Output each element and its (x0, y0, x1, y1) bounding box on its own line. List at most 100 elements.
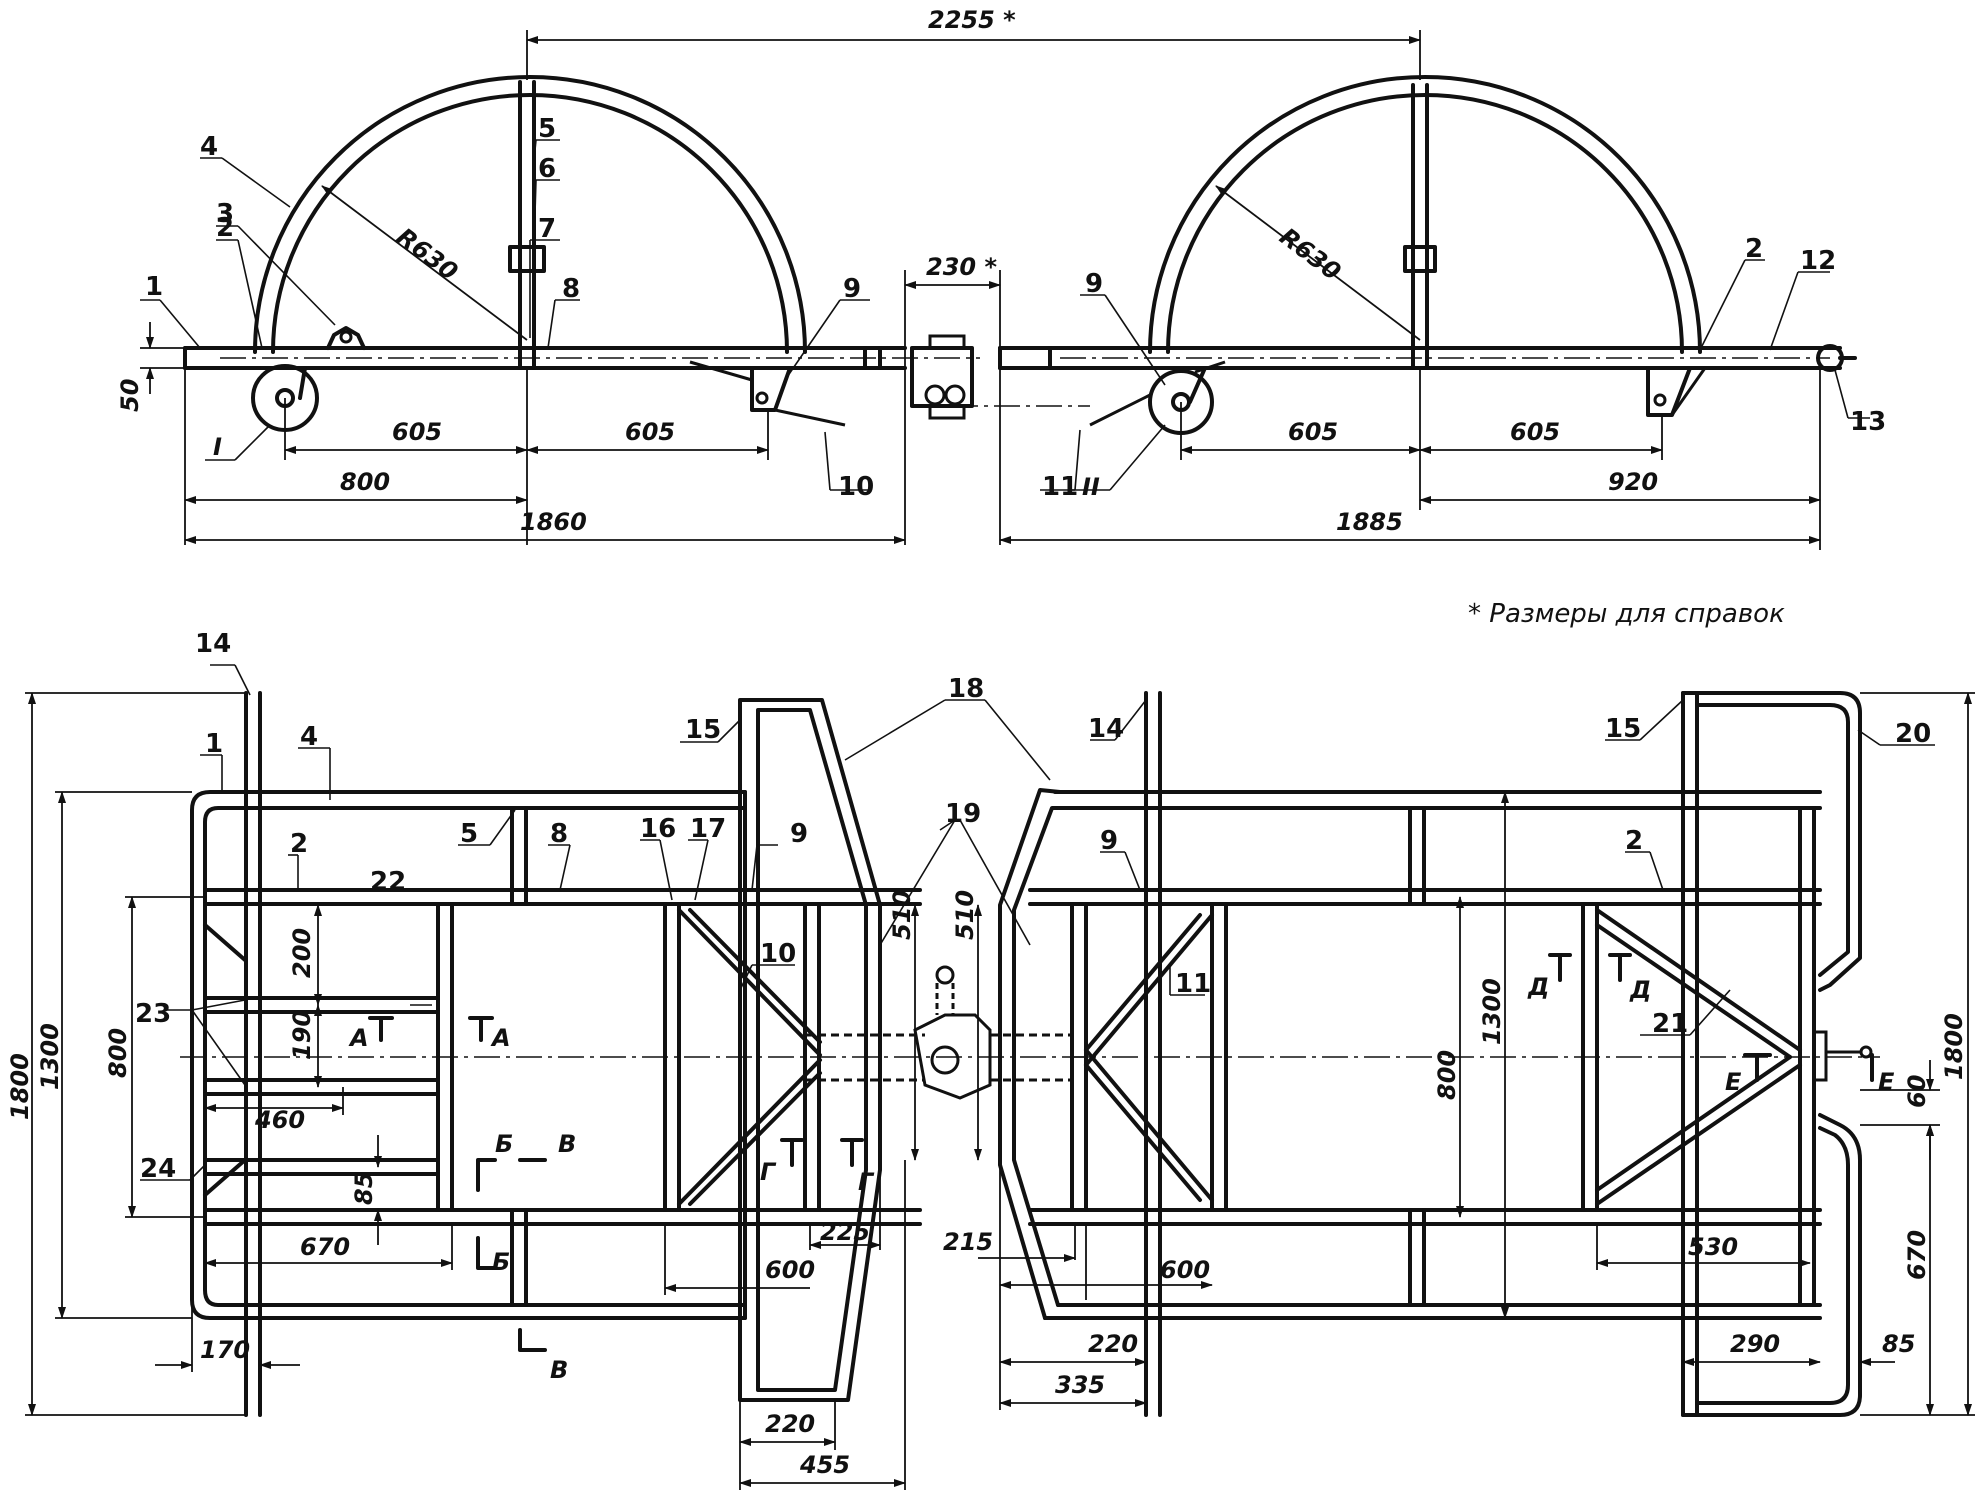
dim-225: 225 (820, 1218, 870, 1246)
dim-1860: 1860 (520, 508, 587, 536)
dim-800-right: 800 (1433, 1050, 1461, 1100)
view-label-2: II (1082, 473, 1100, 501)
dim-gap: 230 * (926, 253, 997, 281)
part-label-1: 1 (145, 272, 163, 302)
section-e-left: Е (1725, 1068, 1742, 1096)
part-label-23: 23 (135, 999, 171, 1029)
part-label-5-plan: 5 (460, 819, 478, 849)
part-label-15-right: 15 (1605, 714, 1641, 744)
part-label-9-plan-right: 9 (1100, 826, 1118, 856)
dim-1800-left: 1800 (6, 1053, 34, 1120)
part-label-2-plan-left: 2 (290, 829, 308, 859)
part-label-2: 2 (216, 213, 234, 243)
section-d-right: Д (1629, 976, 1651, 1004)
right-frame-side (998, 75, 1857, 435)
part-label-4-plan: 4 (300, 722, 318, 752)
dim-190: 190 (288, 1010, 316, 1060)
part-label-21: 21 (1652, 1009, 1688, 1039)
dim-1300-right: 1300 (1478, 978, 1506, 1045)
part-label-16: 16 (640, 814, 676, 844)
dim-200: 200 (288, 928, 316, 978)
part-label-10-plan: 10 (760, 939, 796, 969)
dim-215: 215 (943, 1228, 993, 1256)
dim-605-r2: 605 (1510, 418, 1560, 446)
part-label-5: 5 (538, 114, 556, 144)
part-label-24: 24 (140, 1154, 176, 1184)
section-b-top: Б (495, 1130, 513, 1158)
dim-670-left: 670 (300, 1233, 350, 1261)
dim-85-right: 85 (1882, 1330, 1915, 1358)
part-label-11: 11 (1042, 472, 1078, 502)
section-markers (368, 953, 1874, 1352)
section-b-bottom: Б (492, 1248, 510, 1276)
dim-top-span: 2255 * (928, 6, 1016, 34)
side-view: 2255 * 230 * R630 R630 50 605 605 800 18… (116, 6, 1886, 550)
section-v-top: В (558, 1130, 576, 1158)
part-label-10: 10 (838, 472, 874, 502)
part-label-4: 4 (200, 132, 218, 162)
dim-170: 170 (200, 1336, 250, 1364)
part-label-14-right: 14 (1088, 714, 1124, 744)
dim-radius-right: R630 (1274, 222, 1346, 286)
part-label-11-plan: 11 (1175, 969, 1211, 999)
dim-290: 290 (1730, 1330, 1780, 1358)
dim-600-left: 600 (765, 1256, 815, 1284)
coupling-plan (805, 965, 1070, 1100)
plan-leaders (140, 664, 1935, 1181)
part-label-1-plan: 1 (205, 729, 223, 759)
dim-85-left: 85 (350, 1172, 378, 1205)
dim-600-right: 600 (1160, 1256, 1210, 1284)
dim-335: 335 (1055, 1371, 1105, 1399)
section-g-right: Г (858, 1168, 875, 1196)
part-label-19: 19 (945, 799, 981, 829)
part-label-12: 12 (1800, 246, 1836, 276)
dim-1800-right: 1800 (1940, 1013, 1968, 1080)
dim-1885: 1885 (1336, 508, 1403, 536)
part-label-9-plan-left: 9 (790, 819, 808, 849)
dim-455: 455 (799, 1451, 850, 1479)
part-label-8: 8 (562, 274, 580, 304)
side-leaders (140, 139, 1870, 491)
reference-note: * Размеры для справок (1468, 599, 1785, 629)
dim-510-right: 510 (951, 890, 979, 940)
part-label-7: 7 (538, 214, 556, 244)
part-label-9: 9 (843, 274, 861, 304)
section-e-right: Е (1878, 1068, 1895, 1096)
dim-605-l2: 605 (625, 418, 675, 446)
dim-800-left: 800 (104, 1028, 132, 1078)
part-label-14-left: 14 (195, 629, 231, 659)
left-frame-plan (180, 691, 1090, 1417)
dim-220-left: 220 (765, 1410, 815, 1438)
part-label-17: 17 (690, 814, 726, 844)
dim-670-right: 670 (1903, 1230, 1931, 1280)
part-label-20: 20 (1895, 719, 1931, 749)
plan-view: 1800 1300 800 200 190 460 85 670 170 600… (6, 629, 1975, 1490)
dim-605-r1: 605 (1288, 418, 1338, 446)
dim-height-50: 50 (116, 379, 144, 412)
part-label-8-plan: 8 (550, 819, 568, 849)
dim-1300-left: 1300 (36, 1023, 64, 1090)
part-label-2b: 2 (1745, 234, 1763, 264)
section-a-right: А (490, 1024, 511, 1052)
part-label-15-left: 15 (685, 715, 721, 745)
dim-510-left: 510 (888, 890, 916, 940)
part-label-9b: 9 (1085, 269, 1103, 299)
section-d-left: Д (1527, 973, 1549, 1001)
part-label-18: 18 (948, 674, 984, 704)
dim-530: 530 (1688, 1233, 1738, 1261)
right-frame-plan (998, 691, 1880, 1417)
part-label-3: 3 (216, 199, 234, 229)
dim-800: 800 (340, 468, 390, 496)
part-label-2-plan-right: 2 (1625, 826, 1643, 856)
section-v-bottom: В (550, 1356, 568, 1384)
dim-220-right: 220 (1088, 1330, 1138, 1358)
dim-radius-left: R630 (391, 222, 463, 286)
side-dimensions (140, 30, 1821, 550)
plan-dimensions (25, 692, 1975, 1490)
dim-605-l1: 605 (392, 418, 442, 446)
part-label-6: 6 (538, 154, 556, 184)
dim-460: 460 (254, 1106, 305, 1134)
left-frame-side (183, 75, 980, 432)
part-label-22: 22 (370, 867, 406, 897)
